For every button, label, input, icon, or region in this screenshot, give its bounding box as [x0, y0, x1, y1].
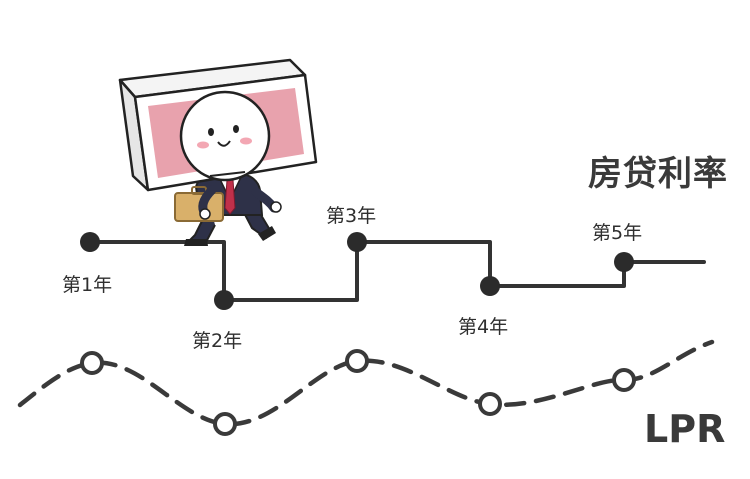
lpr-label: LPR: [644, 407, 726, 451]
year-label-4: 第4年: [458, 316, 509, 338]
mortgage-node-year1: [80, 232, 100, 252]
cartoon-book-head-character-icon: [118, 58, 318, 246]
mortgage-node-year4: [480, 276, 500, 296]
mortgage-node-year2: [214, 290, 234, 310]
year-label-5: 第5年: [592, 222, 643, 244]
year-label-2: 第2年: [192, 330, 243, 352]
mortgage-rate-title: 房贷利率: [588, 154, 728, 194]
year-label-3: 第3年: [326, 205, 377, 227]
lpr-node-3: [345, 349, 369, 373]
lpr-node-1: [80, 351, 104, 375]
mortgage-node-year5: [614, 252, 634, 272]
lpr-node-4: [478, 392, 502, 416]
lpr-node-5: [612, 368, 636, 392]
year-label-1: 第1年: [62, 274, 113, 296]
lpr-node-2: [213, 412, 237, 436]
mortgage-rate-step-line: [88, 240, 706, 302]
mortgage-node-year3: [347, 232, 367, 252]
